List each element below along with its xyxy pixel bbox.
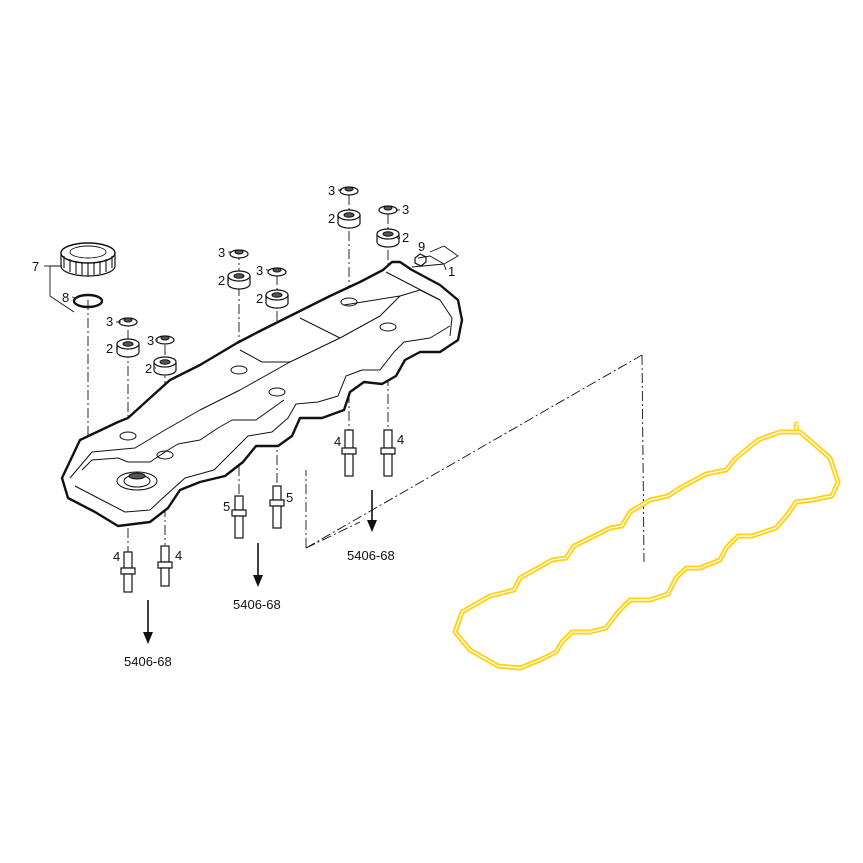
callout-8: 8 <box>62 290 69 305</box>
stud <box>269 485 285 529</box>
washer <box>155 335 175 345</box>
callout-6: 6 <box>793 419 800 433</box>
grommet <box>116 338 140 358</box>
o-ring <box>72 293 104 309</box>
callout-2: 2 <box>402 230 409 245</box>
callout-4: 4 <box>175 548 182 563</box>
stud <box>231 495 247 539</box>
grommet <box>376 228 400 248</box>
washer <box>229 249 249 259</box>
callout-2: 2 <box>145 361 152 376</box>
callout-3: 3 <box>328 183 335 198</box>
callout-2: 2 <box>218 273 225 288</box>
stud <box>341 429 357 477</box>
reference-labels: 5406-68 5406-68 5406-68 <box>124 548 395 669</box>
callout-3: 3 <box>402 202 409 217</box>
callout-4: 4 <box>397 432 404 447</box>
callout-4: 4 <box>334 434 341 449</box>
callout-2: 2 <box>106 341 113 356</box>
reference-label-middle: 5406-68 <box>233 597 281 612</box>
reference-label-right: 5406-68 <box>347 548 395 563</box>
callout-3: 3 <box>147 333 154 348</box>
stud <box>120 551 136 593</box>
grommet <box>337 209 361 229</box>
washer <box>378 205 398 215</box>
callout-3: 3 <box>256 263 263 278</box>
callout-4: 4 <box>113 549 120 564</box>
washer <box>267 267 287 277</box>
callout-1: 1 <box>448 264 455 279</box>
leader-lines <box>44 189 459 369</box>
stud <box>157 545 173 587</box>
breather-plug <box>414 253 427 267</box>
stud <box>380 429 396 477</box>
grommets-and-washers <box>116 186 400 376</box>
callout-7: 7 <box>32 259 39 274</box>
callout-2: 2 <box>256 291 263 306</box>
washer <box>118 317 138 327</box>
grommet <box>227 270 251 290</box>
reference-arrows <box>143 490 377 644</box>
reference-label-left: 5406-68 <box>124 654 172 669</box>
grommet <box>153 356 177 376</box>
callout-2: 2 <box>328 211 335 226</box>
valve-cover <box>60 260 464 528</box>
oil-filler-cap <box>60 242 116 277</box>
washer <box>339 186 359 196</box>
valve-cover-gasket <box>452 429 841 671</box>
callout-labels: 7 8 9 1 3 2 3 2 3 2 3 2 3 2 3 2 4 4 5 5 … <box>32 183 800 564</box>
callout-3: 3 <box>106 314 113 329</box>
callout-5: 5 <box>286 490 293 505</box>
callout-3: 3 <box>218 245 225 260</box>
grommet <box>265 289 289 309</box>
studs <box>120 429 396 593</box>
callout-9: 9 <box>418 239 425 254</box>
callout-5: 5 <box>223 499 230 514</box>
